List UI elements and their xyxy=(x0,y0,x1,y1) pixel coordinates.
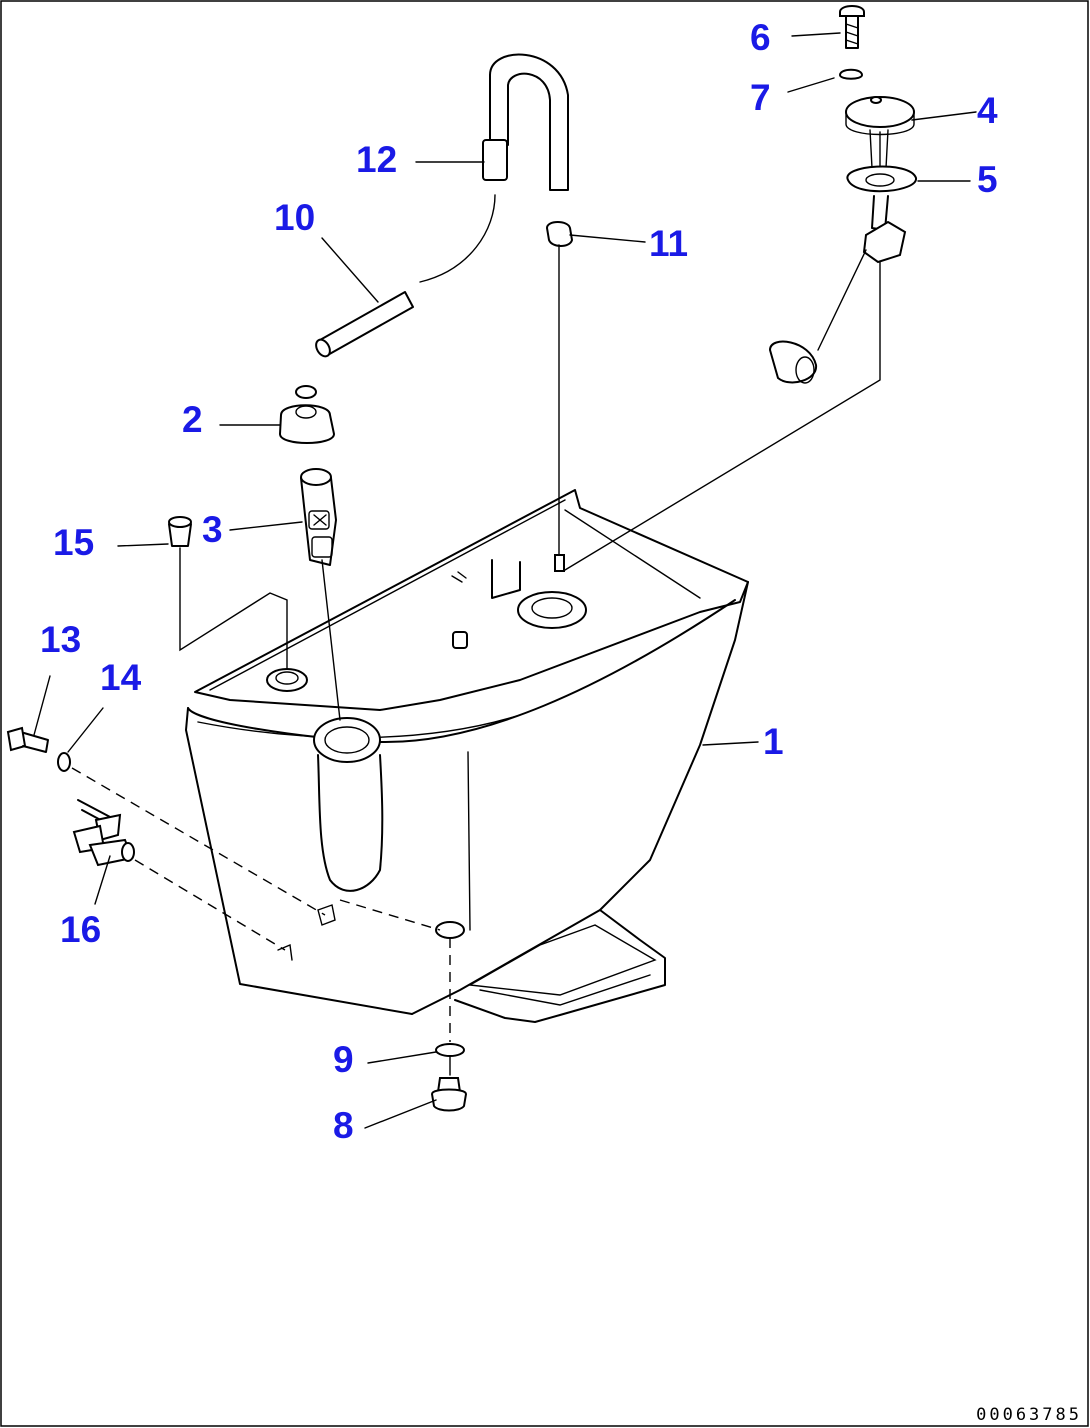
callout-1: 1 xyxy=(763,721,784,762)
part-11-breather xyxy=(545,221,574,572)
assembly-lines xyxy=(71,547,451,1076)
part-12-clip-and-hose xyxy=(419,53,569,283)
document-id: 00063785 xyxy=(976,1405,1082,1425)
part-3-strainer xyxy=(300,468,337,566)
callout-16: 16 xyxy=(60,909,101,950)
leader-lines xyxy=(33,32,977,1129)
part-13-bolt xyxy=(6,726,49,753)
part-14-washer xyxy=(57,752,71,772)
callout-15: 15 xyxy=(53,522,94,563)
callout-6: 6 xyxy=(750,17,771,58)
callout-12: 12 xyxy=(356,139,397,180)
callout-11: 11 xyxy=(649,223,688,264)
part-10-hose xyxy=(315,291,414,358)
part-7-washer xyxy=(838,68,864,80)
callout-7: 7 xyxy=(750,77,771,118)
part-5-gasket xyxy=(564,165,917,571)
callout-3: 3 xyxy=(202,509,223,550)
part-8-drain-plug xyxy=(430,1077,468,1112)
callout-14: 14 xyxy=(100,657,142,698)
part-1-fuel-tank xyxy=(185,489,749,1023)
part-9-gasket xyxy=(435,1043,465,1057)
part-4-gauge-unit xyxy=(845,96,915,171)
callout-9: 9 xyxy=(333,1039,354,1080)
callout-4: 4 xyxy=(977,90,998,131)
callout-8: 8 xyxy=(333,1105,354,1146)
part-2-cap xyxy=(278,385,336,444)
part-15-plug xyxy=(168,516,192,547)
callout-2: 2 xyxy=(182,399,203,440)
part-6-screw xyxy=(839,5,865,49)
callout-10: 10 xyxy=(274,197,315,238)
part-16-drain-cock xyxy=(72,799,135,867)
callout-5: 5 xyxy=(977,159,998,200)
callout-13: 13 xyxy=(40,619,81,660)
